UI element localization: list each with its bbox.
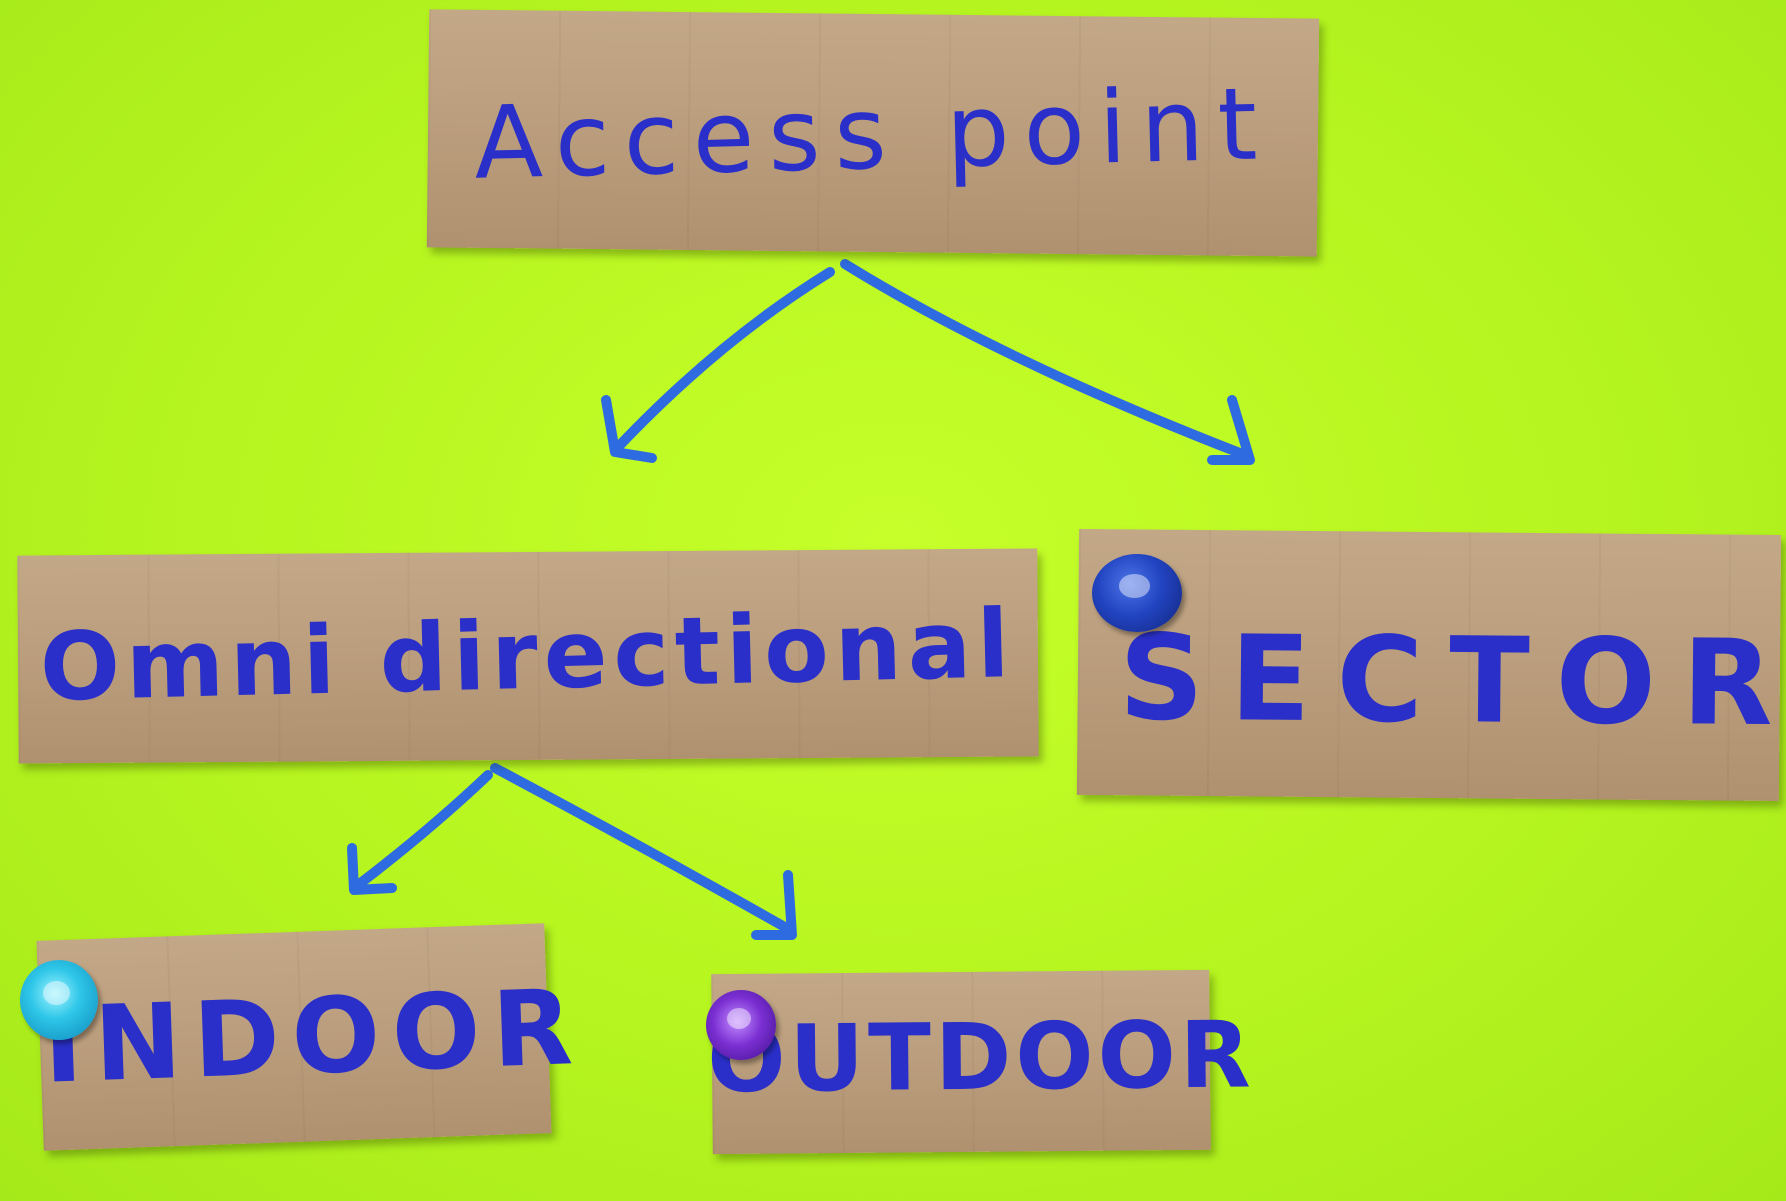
arrowhead-omni-to-outdoor — [751, 870, 797, 940]
arrowhead-omni-to-indoor — [347, 843, 397, 895]
omni-directional-label: Omni directional — [39, 589, 1017, 723]
arrow-omni-to-outdoor — [490, 763, 795, 935]
arrow-access-to-sector — [840, 259, 1250, 460]
cyan-push-pin-icon — [20, 960, 98, 1040]
purple-push-pin-icon — [706, 990, 776, 1060]
indoor-label: INDOOR — [41, 965, 587, 1107]
arrowhead-access-to-omni — [601, 395, 657, 463]
blue-push-pin-icon — [1092, 554, 1182, 632]
sector-card: SECTOR — [1076, 528, 1786, 802]
arrow-access-to-omni — [615, 267, 835, 450]
sector-label: SECTOR — [1118, 608, 1786, 753]
arrowhead-access-to-sector — [1207, 395, 1255, 465]
omni-directional-card: Omni directional — [17, 548, 1039, 764]
outdoor-card: OUTDOOR — [707, 969, 1255, 1155]
access-point-label: Access point — [473, 64, 1273, 202]
indoor-card: INDOOR — [36, 923, 586, 1151]
outdoor-label: OUTDOOR — [706, 1000, 1256, 1113]
arrow-omni-to-indoor — [353, 770, 493, 890]
access-point-card: Access point — [426, 9, 1320, 257]
